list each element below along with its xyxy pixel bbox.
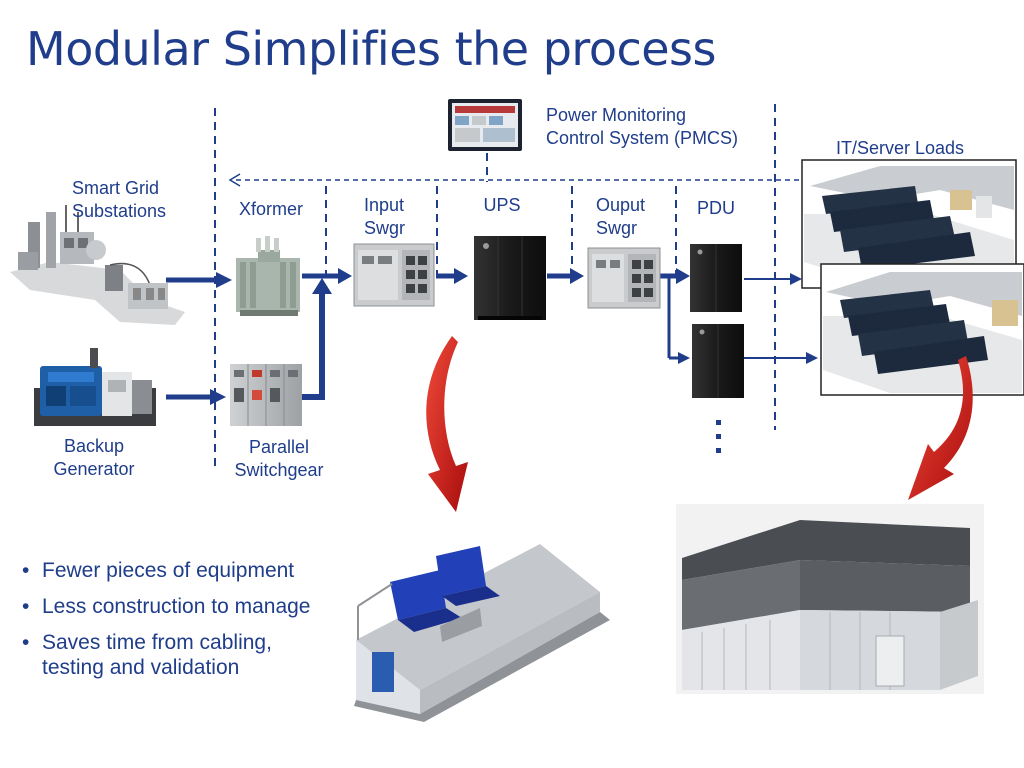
- monitor-dashboard-icon: [448, 99, 522, 151]
- parallel-switchgear-label-line: Switchgear: [234, 460, 324, 480]
- power-flow-arrows: [166, 268, 818, 405]
- ups-label: UPS: [483, 195, 521, 215]
- benefit-list: Fewer pieces of equipment Less construct…: [20, 558, 332, 691]
- transition-arrow: [426, 336, 468, 512]
- page-title: Modular Simplifies the process: [26, 22, 716, 76]
- switchgear-panel-illustration: [230, 364, 302, 426]
- control-signal-line: [228, 173, 808, 187]
- backup-generator-label-line: Backup: [63, 436, 125, 456]
- modular-datacenter-illustration: [676, 504, 984, 694]
- xformer-label: Xformer: [238, 199, 303, 219]
- ups-cabinet-illustration: [474, 236, 546, 320]
- it-loads-label: IT/Server Loads: [835, 138, 965, 158]
- pdu-label: PDU: [696, 198, 735, 218]
- switchgear-cabinet-illustration: [587, 247, 661, 309]
- parallel-switchgear-label-line: Parallel: [248, 437, 310, 457]
- switchgear-cabinet-illustration: [353, 243, 435, 307]
- output-swgr-label-line: Swgr: [596, 218, 638, 238]
- smart-grid-label-line: Substations: [72, 201, 167, 221]
- transition-arrow: [908, 356, 973, 500]
- pmcs-label-line: Power Monitoring: [546, 105, 687, 125]
- bullet-item: Fewer pieces of equipment: [20, 558, 332, 583]
- pmcs-label: Power Monitoring Control System (PMCS): [546, 104, 738, 150]
- vertical-ellipsis-icon: [716, 420, 721, 453]
- server-room-illustration: [820, 263, 1024, 396]
- input-swgr-label: Input Swgr: [364, 194, 405, 240]
- backup-generator-label: Backup Generator: [44, 435, 144, 481]
- input-swgr-label-line: Swgr: [364, 218, 406, 238]
- input-swgr-label-line: Input: [364, 195, 405, 215]
- bullet-item: Less construction to manage: [20, 594, 332, 619]
- pdu-cabinet-illustration: [690, 244, 744, 398]
- smart-grid-label-line: Smart Grid: [72, 178, 160, 198]
- transformer-illustration: [236, 236, 300, 316]
- smart-grid-label: Smart Grid Substations: [72, 177, 166, 223]
- bullet-item: Saves time from cabling, testing and val…: [20, 630, 332, 680]
- modular-power-container-illustration: [354, 544, 610, 722]
- pmcs-label-line: Control System (PMCS): [546, 128, 739, 148]
- parallel-switchgear-label: Parallel Switchgear: [224, 436, 334, 482]
- dashed-dividers: [214, 104, 776, 470]
- backup-generator-label-line: Generator: [53, 459, 135, 479]
- output-swgr-label: Ouput Swgr: [596, 194, 645, 240]
- substation-illustration: [10, 205, 185, 325]
- diesel-generator-illustration: [34, 348, 156, 426]
- output-swgr-label-line: Ouput: [596, 195, 646, 215]
